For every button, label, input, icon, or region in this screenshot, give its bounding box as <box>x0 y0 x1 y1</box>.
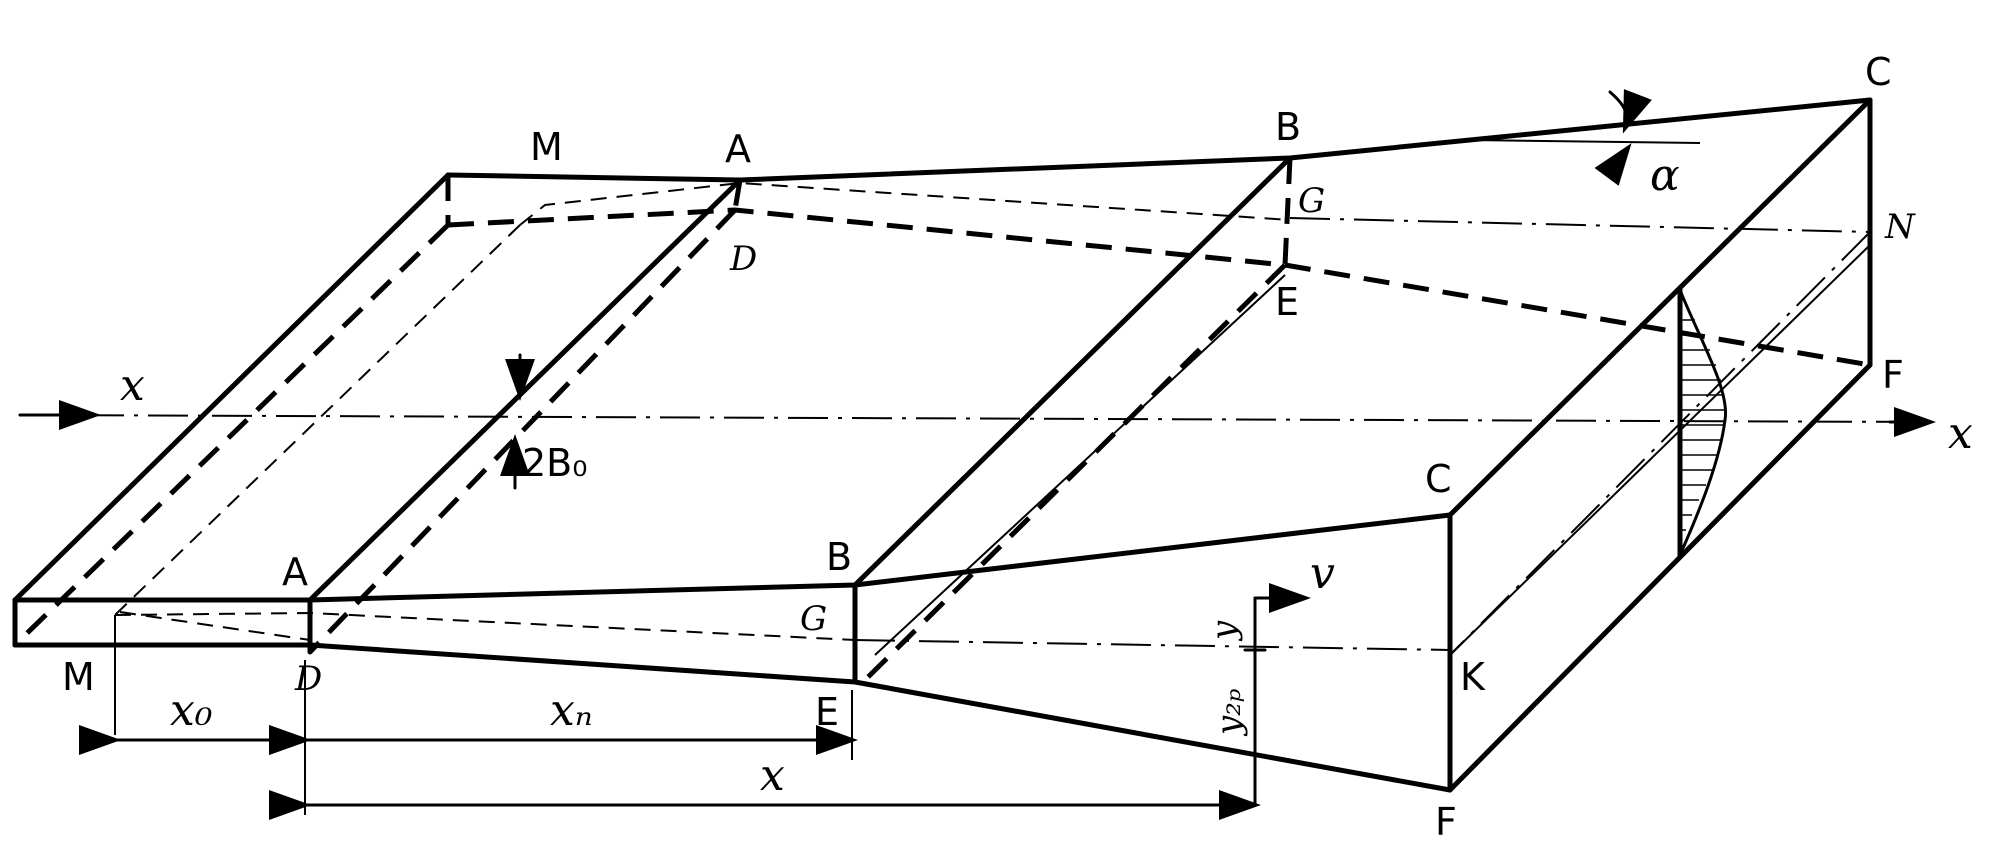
edge-top-back <box>445 97 1873 183</box>
alpha-reference-line <box>1469 139 1701 144</box>
boundary-left-inner <box>114 224 521 616</box>
hidden-B-vertical <box>1282 157 1293 266</box>
hidden-edges <box>18 157 1871 687</box>
edge-B-slant <box>852 155 1293 588</box>
label-C-bottom: C <box>1425 457 1452 501</box>
center-line-main <box>19 414 1931 423</box>
edge-A-slant <box>307 177 743 603</box>
velocity-profile <box>1677 287 1728 558</box>
label-alpha: α <box>1650 150 1680 201</box>
label-x-total: x <box>760 750 785 801</box>
label-2b0: 2B₀ <box>522 441 587 485</box>
alpha-arc-arrow <box>1608 89 1652 134</box>
label-K: K <box>1460 655 1486 699</box>
inner-lines <box>114 244 1871 735</box>
label-B-bottom: B <box>826 535 852 579</box>
hidden-back-bottom <box>447 207 1871 368</box>
outline-edges <box>12 97 1873 793</box>
label-F-bottom: F <box>1435 800 1457 844</box>
center-line-right-slant <box>1449 231 1871 656</box>
boundary-bottom-inner <box>114 611 856 641</box>
hidden-D-slant <box>308 208 737 654</box>
jet-boundaries <box>114 181 1291 641</box>
center-line-front <box>854 639 1451 651</box>
label-A-top: A <box>725 127 751 171</box>
label-G-top: G <box>1298 181 1325 221</box>
edge-left-top <box>12 172 451 603</box>
label-D-top: D <box>729 239 757 279</box>
hidden-A-vertical <box>732 179 743 211</box>
label-D-bottom: D <box>294 659 322 699</box>
center-line-top <box>1289 217 1871 233</box>
angle-alpha <box>1469 89 1701 186</box>
edge-front-top <box>12 512 1453 603</box>
label-N: N <box>1884 207 1916 247</box>
label-C-top: C <box>1865 50 1892 94</box>
label-G-bottom: G <box>800 599 827 639</box>
hidden-left-slant <box>18 223 450 642</box>
label-A-bottom: A <box>282 550 308 594</box>
label-F-right: F <box>1882 353 1904 397</box>
edge-front-bottom <box>12 642 1453 793</box>
alpha-lower-arrow <box>1594 143 1632 186</box>
labels: M A D B G E C N F α x x 2B₀ A B G M D E … <box>62 50 1973 844</box>
center-lines <box>18 217 1936 656</box>
velocity-arrow-group <box>1243 583 1311 807</box>
hidden-E-slant <box>858 263 1287 687</box>
label-x-axis-right: x <box>1948 408 1973 459</box>
boundary-top-inner <box>519 181 1291 226</box>
inner-K-slant <box>1449 244 1871 656</box>
label-x-axis-left: x <box>120 360 145 411</box>
label-E-top: E <box>1275 280 1299 324</box>
label-E-bottom: E <box>815 690 839 734</box>
edge-C-slant <box>1447 97 1873 518</box>
label-xn: xₙ <box>550 685 593 736</box>
boundary-D-to-G <box>119 611 311 641</box>
label-y-gr: y₂ₚ <box>1209 689 1249 737</box>
label-M-top: M <box>530 125 563 169</box>
dimensions <box>79 660 1261 820</box>
label-B-top: B <box>1275 105 1301 149</box>
profile-hatching <box>1680 319 1725 531</box>
label-v: v <box>1310 548 1335 599</box>
dim-2b0 <box>500 353 535 490</box>
inner-G-slant <box>874 274 1286 656</box>
label-y: y <box>1204 620 1244 642</box>
label-M-bottom: M <box>62 655 95 699</box>
label-x0: x₀ <box>170 685 213 736</box>
edge-F-slant <box>1447 362 1873 793</box>
